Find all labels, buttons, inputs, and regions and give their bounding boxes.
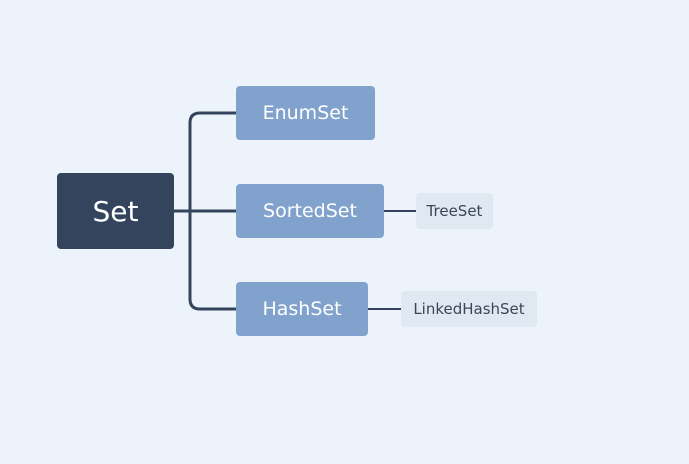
root-node-set[interactable]: Set xyxy=(57,173,174,249)
node-sortedset-label: SortedSet xyxy=(263,200,357,222)
connector-branch-trunk xyxy=(188,111,236,311)
node-linkedhashset-label: LinkedHashSet xyxy=(413,300,525,318)
node-enumset-label: EnumSet xyxy=(262,102,349,124)
node-sortedset[interactable]: SortedSet xyxy=(236,184,384,238)
node-treeset-label: TreeSet xyxy=(426,202,483,220)
root-node-label: Set xyxy=(92,194,139,228)
node-linkedhashset[interactable]: LinkedHashSet xyxy=(401,291,537,327)
node-hashset-label: HashSet xyxy=(262,298,342,320)
node-treeset[interactable]: TreeSet xyxy=(416,193,493,229)
node-hashset[interactable]: HashSet xyxy=(236,282,368,336)
node-enumset[interactable]: EnumSet xyxy=(236,86,375,140)
